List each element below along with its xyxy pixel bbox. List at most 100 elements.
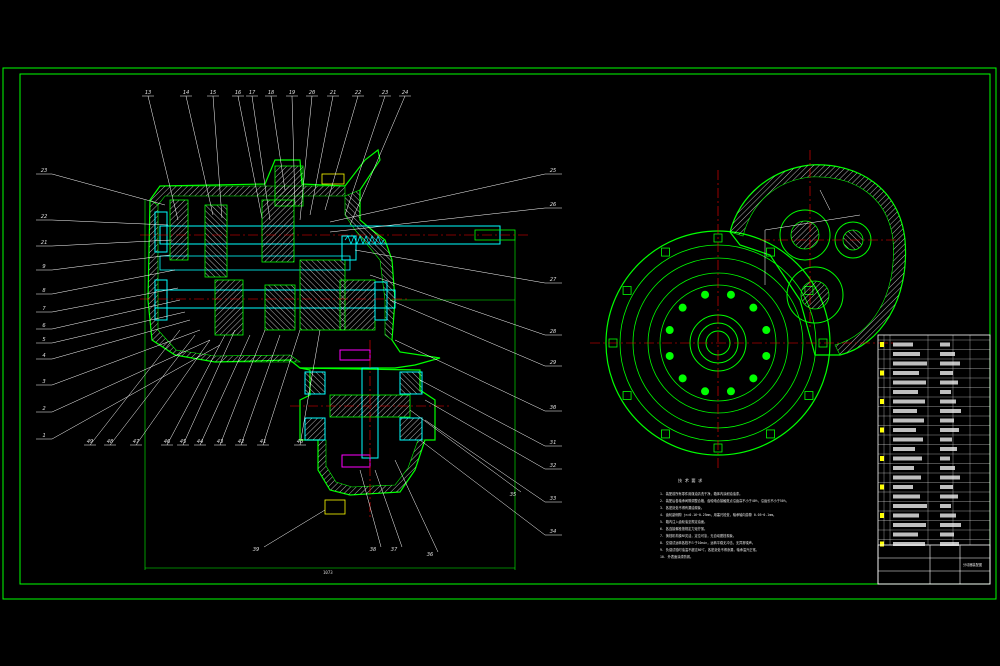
balloon-number: 9 — [42, 264, 45, 270]
parts-list-material — [940, 342, 950, 347]
leader-line — [51, 299, 181, 330]
end-view — [590, 150, 910, 470]
leader-line — [309, 95, 334, 216]
balloon-number: 2 — [42, 406, 46, 412]
parts-list-index — [880, 399, 884, 404]
balloon-number: 4 — [42, 353, 45, 359]
balloon-number: 8 — [42, 288, 46, 294]
gear-4 — [299, 259, 346, 331]
lower-bearing-left-2 — [304, 417, 326, 441]
upper-housing-hatch — [729, 164, 906, 356]
end-view-linkage-3 — [819, 189, 831, 211]
balloon-number: 42 — [238, 439, 245, 445]
balloon-number: 44 — [197, 439, 204, 445]
parts-list-material — [940, 390, 951, 394]
balloon-number: 18 — [268, 90, 275, 96]
gear-1 — [169, 199, 189, 261]
parts-list-index — [880, 541, 884, 547]
spring — [344, 235, 385, 245]
lower-bearing-left — [304, 371, 326, 395]
parts-list-material — [940, 352, 955, 356]
balloon-number: 14 — [183, 90, 190, 96]
parts-list-material — [940, 361, 960, 366]
drain-plug — [324, 499, 346, 515]
gear-5 — [214, 279, 244, 336]
bearing-1 — [154, 211, 168, 253]
tech-note-line: 2. 装配后各轴承间隙调整合格，齿轮啮合接触斑点沿齿高不小于40%，沿齿长不小于… — [660, 498, 789, 503]
parts-list-entry — [893, 409, 917, 413]
balloon-number: 25 — [550, 168, 557, 174]
balloon-number: 45 — [180, 439, 187, 445]
leader-line — [51, 319, 191, 360]
parts-list-entry — [893, 352, 920, 356]
parts-list-material — [940, 466, 955, 470]
leader-line — [329, 207, 546, 233]
parts-list-material — [940, 399, 956, 404]
parts-list-index — [880, 342, 884, 347]
upper-gear-left-hub — [790, 220, 820, 250]
upper-gear-left — [779, 209, 831, 261]
leader-line — [324, 95, 359, 211]
leader-lines — [36, 95, 562, 553]
leader-line — [369, 274, 546, 336]
drawing-name: 分动器装配图 — [963, 562, 982, 567]
parts-list-entry — [893, 428, 916, 432]
balloon-number: 41 — [260, 439, 267, 445]
parts-list-entry — [893, 390, 918, 394]
inner-bolt-hole — [762, 326, 771, 335]
leader-line — [291, 95, 296, 206]
leader-line — [394, 459, 439, 553]
flange-bolt-hole — [661, 247, 670, 257]
parts-list-index — [880, 370, 884, 376]
leader-line — [299, 95, 313, 221]
inner-frame — [19, 73, 991, 585]
balloon-number: 3 — [41, 379, 45, 385]
balloon-number: 27 — [550, 277, 557, 283]
parts-list-material — [940, 485, 953, 489]
parts-list-index — [880, 456, 884, 461]
parts-list-material — [940, 523, 961, 527]
parts-list-material — [940, 418, 954, 423]
leader-line — [109, 334, 196, 446]
tech-notes: 技 术 要 求 1. 装配前所有零件用煤油清洗干净，箱体内涂耐油油漆。 2. 装配… — [660, 477, 789, 559]
flange-bolt-hole — [622, 391, 632, 400]
inner-bolt-hole — [701, 290, 710, 299]
parts-list-material — [940, 504, 951, 508]
flange-bolt-hole — [622, 286, 632, 295]
leader-line — [419, 379, 546, 447]
parts-list-material — [940, 409, 961, 413]
flange-bolt-hole — [661, 429, 670, 439]
balloon-number: 40 — [297, 439, 304, 445]
end-view-linkage-1 — [764, 214, 861, 231]
leader-line — [354, 249, 546, 284]
balloon-number: 13 — [145, 90, 152, 96]
balloon-number: 33 — [549, 496, 557, 502]
parts-list-material — [940, 456, 950, 461]
inner-bolt-hole — [701, 387, 710, 396]
inner-bolt-hole — [762, 351, 771, 360]
parts-list-entry — [893, 523, 926, 527]
tech-note-line: 1. 装配前所有零件用煤油清洗干净，箱体内涂耐油油漆。 — [660, 491, 742, 496]
top-bolt — [321, 173, 345, 185]
lower-bearing-right — [399, 371, 423, 395]
gear-2 — [204, 204, 228, 278]
magenta-bolt-upper — [339, 349, 371, 361]
inner-bolt-hole — [665, 326, 674, 335]
parts-list-entry — [893, 494, 920, 499]
tech-notes-title: 技 术 要 求 — [678, 477, 703, 484]
gear-7 — [339, 279, 376, 331]
leader-line — [251, 95, 271, 221]
leader-line — [51, 311, 186, 344]
parts-list-entry — [893, 466, 914, 470]
parts-list-index — [880, 427, 884, 433]
gear-3 — [261, 199, 295, 263]
leader-line — [219, 329, 266, 446]
leader-line — [199, 334, 251, 446]
balloon-number: 21 — [41, 240, 48, 246]
parts-list-entry — [893, 371, 919, 375]
gear-6 — [264, 284, 296, 331]
balloon-number: 39 — [252, 547, 260, 553]
leader-line — [51, 254, 171, 271]
